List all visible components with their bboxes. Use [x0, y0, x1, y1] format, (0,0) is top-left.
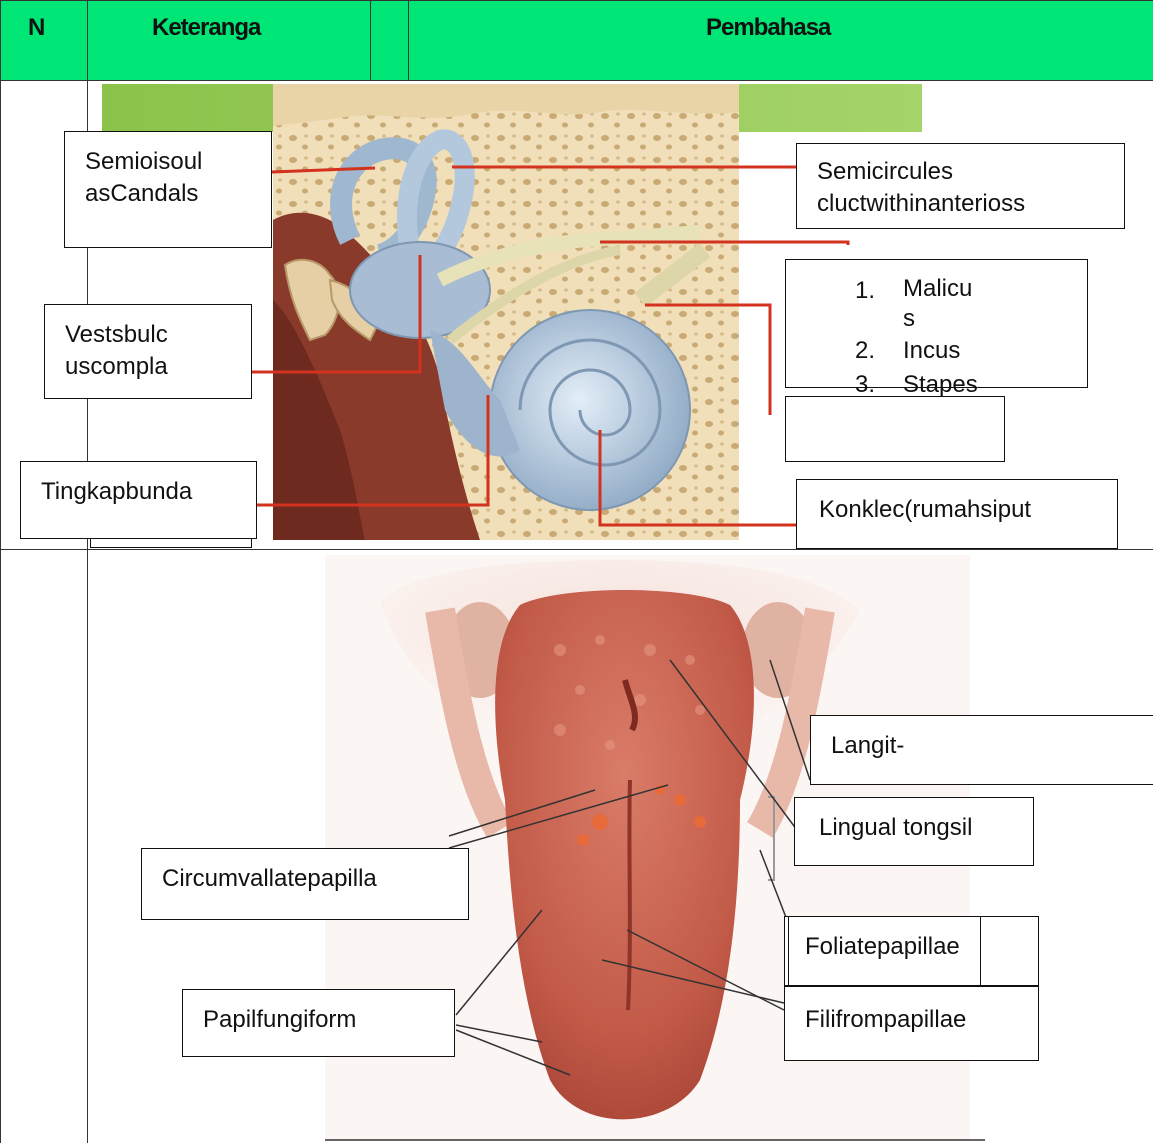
- label-fungiform-papilla: Papilfungiform: [182, 989, 455, 1057]
- label-palate: Langit-: [810, 715, 1153, 785]
- label-filiform-papillae: Filifrompapillae: [784, 986, 1039, 1061]
- label-lingual-tonsil: Lingual tongsil: [794, 797, 1034, 866]
- label-circumvallate-papilla: Circumvallatepapilla: [141, 848, 469, 920]
- label-foliate-papillae: Foliatepapillae: [788, 916, 981, 986]
